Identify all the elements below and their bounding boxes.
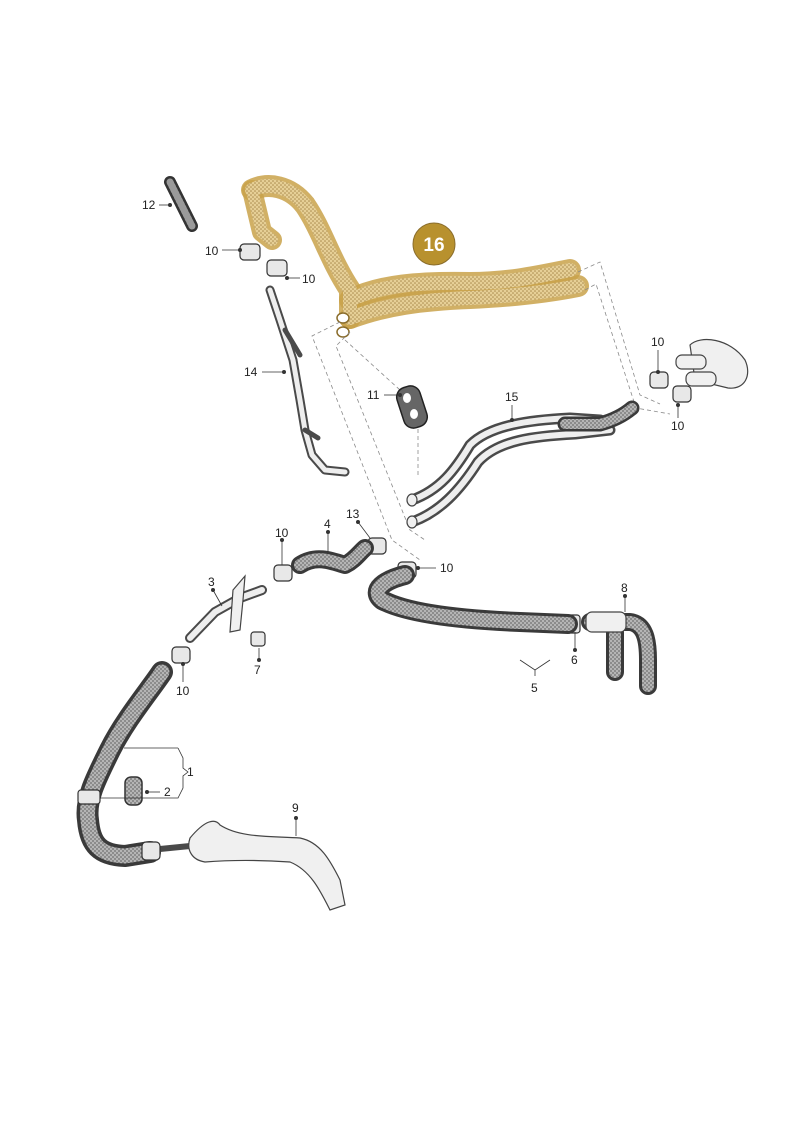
label-10b: 10 [302,272,316,286]
label-10g: 10 [176,684,190,698]
part-3-pipe-bracket[interactable] [185,574,267,643]
clamp-10e[interactable] [273,564,293,582]
clamp-10b[interactable] [266,259,288,277]
label-10a: 10 [205,244,219,258]
callout-16-label: 16 [423,235,444,256]
label-14: 14 [244,365,258,379]
part-labels: 12 10 10 14 11 15 10 10 10 4 13 10 3 7 1… [142,198,685,815]
label-11: 11 [367,388,380,402]
clamp-10c[interactable] [649,371,669,389]
label-10c: 10 [651,335,665,349]
label-15: 15 [505,390,519,404]
label-9: 9 [292,801,299,815]
clamp-10a[interactable] [239,243,261,261]
label-5: 5 [531,681,538,695]
assembly-guide-lines [311,261,671,561]
label-4: 4 [324,517,331,531]
label-10f: 10 [440,561,454,575]
part-14-rigid-pipe[interactable] [265,285,350,477]
part-11-rubber-mount[interactable] [394,383,430,430]
part-9-flange[interactable] [141,820,346,911]
part-2-sleeve[interactable] [124,776,143,806]
clamp-10d[interactable] [672,385,692,403]
part-16-highlighted-hose-set[interactable] [241,175,589,338]
label-10e: 10 [275,526,289,540]
part-1-lower-hose[interactable] [76,661,173,867]
part-8-t-piece[interactable] [581,611,657,695]
label-2: 2 [164,785,171,799]
callout-16[interactable]: 16 [412,222,456,266]
label-10d: 10 [671,419,685,433]
label-8: 8 [621,581,628,595]
bulkhead-connector[interactable] [675,338,749,389]
part-12-grommet[interactable] [164,176,198,232]
label-3: 3 [208,575,215,589]
clamp-10g[interactable] [171,646,191,664]
label-6: 6 [571,653,578,667]
label-12: 12 [142,198,156,212]
label-13: 13 [346,507,360,521]
part-7-nut[interactable] [250,631,266,647]
label-7: 7 [254,663,261,677]
leader-lines [100,203,680,836]
part-4-short-hose[interactable] [291,539,374,574]
part-15-twin-hose[interactable] [406,400,640,529]
label-1: 1 [187,765,194,779]
part-5-long-hose[interactable] [368,565,578,634]
